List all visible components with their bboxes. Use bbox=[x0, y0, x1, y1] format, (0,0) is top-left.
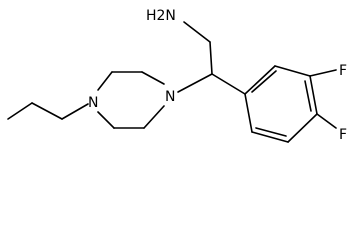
bond-c3-n4 bbox=[97, 71, 113, 91]
bond-n4-c5 bbox=[97, 111, 115, 129]
bond-c6-n1 bbox=[143, 105, 165, 129]
bond-ar-c3-c4-inner bbox=[304, 80, 312, 112]
aminoethyl-chain bbox=[183, 21, 213, 75]
fluorine-bonds bbox=[309, 69, 337, 129]
bond-ch2-ch bbox=[209, 41, 213, 75]
bond-ar-c3-c4 bbox=[309, 75, 318, 115]
bond-ar-c6-c1 bbox=[244, 93, 253, 133]
bond-ar-c2-c3 bbox=[274, 65, 311, 77]
fluoro-meta-label: F bbox=[339, 63, 347, 79]
bond-c4-f bbox=[316, 113, 337, 129]
bond-ar-c1-c2 bbox=[244, 65, 276, 95]
amine-label: H2N bbox=[146, 8, 176, 24]
bond-n1-c2 bbox=[141, 71, 165, 85]
bond-ch-n1 bbox=[177, 73, 213, 93]
bond-c3-f bbox=[309, 69, 337, 77]
bond-ch-aryl bbox=[211, 73, 246, 95]
bond-n4-propyl1 bbox=[61, 103, 89, 120]
bond-propyl1-propyl2 bbox=[31, 102, 63, 120]
difluorophenyl-ring bbox=[244, 65, 318, 143]
bond-ar-c1-c2-inner bbox=[251, 70, 277, 93]
central-carbon-bonds bbox=[177, 73, 246, 95]
structure-canvas: H2N N N F F bbox=[7, 8, 347, 143]
bond-ar-c4-c5 bbox=[287, 113, 318, 143]
bond-ar-c5-c6-inner bbox=[255, 127, 287, 137]
piperazine-ring bbox=[97, 71, 165, 129]
bond-ar-c5-c6 bbox=[251, 131, 289, 143]
bond-amine-ch2 bbox=[183, 21, 211, 43]
bond-propyl2-propyl3 bbox=[7, 102, 33, 120]
piperazine-n4-label: N bbox=[88, 95, 98, 111]
molecule-drawing: H2N N N F F bbox=[7, 8, 347, 143]
propyl-chain bbox=[7, 102, 89, 120]
fluoro-para-label: F bbox=[339, 127, 347, 143]
piperazine-n1-label: N bbox=[165, 89, 175, 105]
